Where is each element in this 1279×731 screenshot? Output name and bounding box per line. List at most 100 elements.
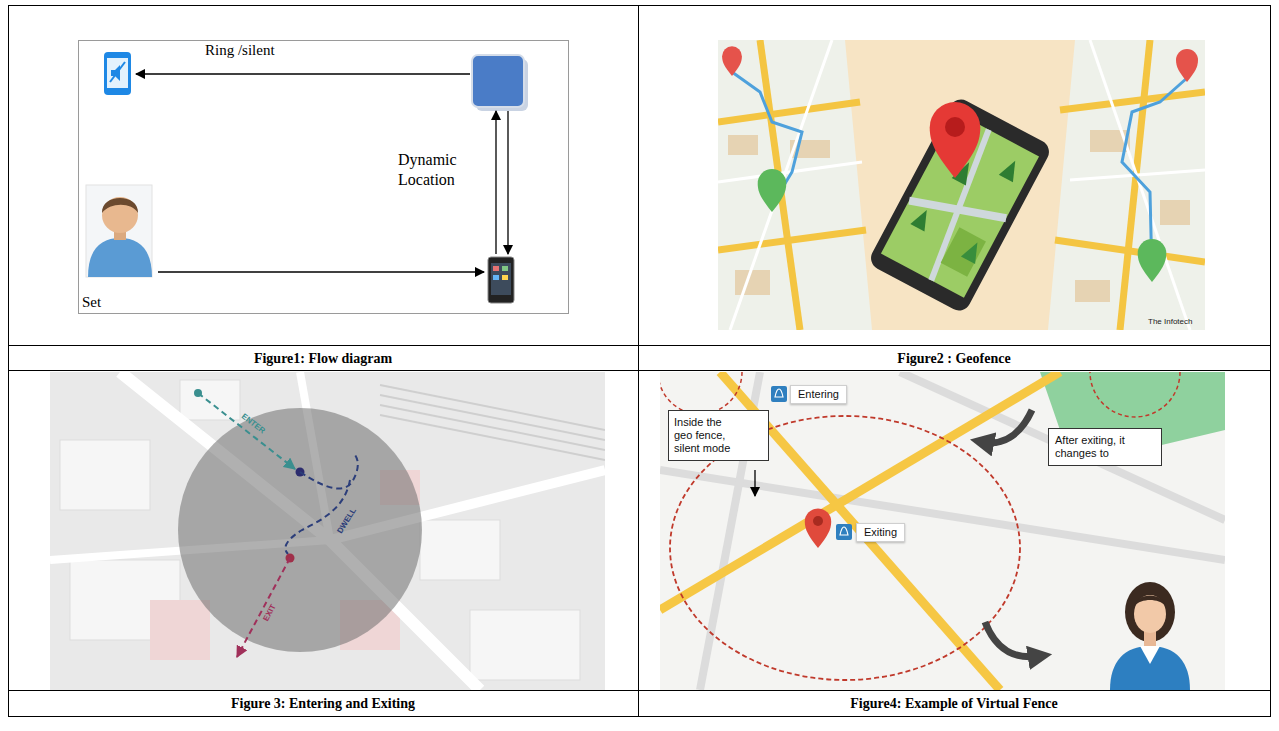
enter-dwell-exit-map (180, 380, 240, 420)
user-icon (86, 185, 152, 277)
bell-icon (771, 386, 787, 402)
silent-phone-icon (104, 52, 131, 95)
geofence-illustration (930, 102, 981, 178)
virtual-fence-map (805, 508, 831, 548)
smartphone-icon (502, 275, 508, 280)
entering-tag: Entering (790, 385, 847, 404)
enter-dwell-exit-map (420, 520, 500, 580)
smartphone-icon (488, 257, 514, 303)
geofence-illustration (1138, 239, 1167, 282)
flow-diagram-figure (79, 41, 569, 314)
geofence-illustration (867, 95, 1053, 314)
woman-icon (1140, 646, 1160, 664)
enter-dwell-exit-map (50, 372, 605, 690)
enter-dwell-exit-map (198, 393, 295, 469)
user-icon (102, 197, 138, 233)
user-icon (88, 238, 152, 277)
enter-dwell-exit-map (194, 389, 202, 397)
table-grid (9, 345, 1271, 346)
server-block (472, 55, 524, 107)
geofence-illustration (728, 135, 758, 155)
virtual-fence-map (660, 372, 1225, 690)
geofence-illustration (730, 40, 832, 330)
woman-icon (1134, 596, 1166, 607)
enter-dwell-exit-map (60, 380, 580, 680)
virtual-fence-map (813, 516, 823, 526)
enter-dwell-exit-map (60, 440, 150, 510)
smartphone-icon (502, 266, 508, 271)
location-arrow-up (495, 111, 496, 254)
geofence-illustration (961, 239, 985, 264)
bell-icon (775, 389, 783, 397)
enter-dwell-exit-map (470, 610, 580, 680)
bell-icon (836, 524, 852, 540)
arrow-label: Dynamic Location (398, 150, 476, 190)
geofence-illustration (1160, 200, 1190, 225)
silent-phone-icon (107, 58, 128, 88)
geofence-illustration (867, 95, 1053, 314)
enter-dwell-exit-map (50, 372, 605, 690)
enter-dwell-exit-map (380, 385, 605, 430)
smartphone-icon (491, 263, 511, 295)
enter-dwell-exit-map (120, 372, 480, 690)
geofence-illustration (1055, 240, 1205, 262)
table-grid (9, 690, 1271, 691)
callout-box: After exiting, it changes to (1048, 428, 1162, 466)
silent-phone-icon (110, 62, 125, 82)
table-grid (638, 6, 639, 717)
user-icon (102, 198, 138, 213)
geofence-illustration (718, 40, 1205, 330)
bell-icon (836, 524, 852, 540)
geofence-illustration (1060, 92, 1205, 110)
virtual-fence-map (660, 372, 1225, 690)
virtual-fence-map (660, 372, 1225, 690)
watermark: The Infotech (1148, 317, 1192, 327)
enter-dwell-exit-map (380, 385, 605, 460)
geofence-illustration (1176, 49, 1198, 82)
arrow-label: Ring /silent (205, 41, 275, 59)
node-text: Entering (798, 388, 839, 401)
node-text: Exiting (864, 526, 897, 539)
woman-icon (1110, 582, 1190, 690)
figure-caption: Figure2 : Geofence (638, 350, 1270, 367)
bell-icon (840, 527, 848, 535)
table-grid (9, 6, 1271, 717)
callout-box: Inside the geo fence, silent mode (668, 410, 769, 461)
virtual-fence-map (1090, 372, 1180, 417)
woman-icon (1125, 582, 1175, 642)
virtual-fence-map (660, 372, 1060, 690)
virtual-fence-map (900, 372, 1225, 520)
location-arrow-down (507, 111, 508, 254)
enter-dwell-exit-map (380, 415, 605, 460)
geofence-illustration (718, 230, 866, 250)
woman-icon (1110, 646, 1190, 690)
figure-caption: Figure4: Example of Virtual Fence (638, 695, 1270, 712)
exiting-tag: Exiting (856, 523, 905, 542)
smartphone-icon (488, 257, 514, 303)
user-icon (86, 185, 152, 277)
geofence-illustration (718, 40, 1205, 330)
set-arrow (158, 271, 484, 272)
geofence-illustration (718, 40, 1205, 330)
bell-icon (771, 386, 787, 402)
geofence-illustration (758, 169, 787, 212)
smartphone-icon (493, 275, 499, 280)
enter-dwell-exit-map (380, 395, 605, 440)
flow-diagram-figure (79, 41, 569, 314)
geofence-illustration (910, 206, 934, 231)
node-text: After exiting, it changes to (1055, 434, 1155, 460)
geofence-illustration (945, 117, 965, 137)
actor-label: Set (80, 293, 103, 311)
geofence-illustration (1090, 40, 1190, 330)
silent-phone-icon (104, 52, 131, 95)
enter-dwell-exit-map (150, 600, 210, 660)
virtual-fence-map (660, 372, 742, 414)
virtual-fence-map (985, 622, 1040, 657)
geofence-illustration (735, 270, 770, 295)
figure-caption: Figure 3: Entering and Exiting (8, 695, 638, 712)
geofence-illustration (1048, 40, 1205, 330)
enter-dwell-exit-map (50, 372, 605, 690)
